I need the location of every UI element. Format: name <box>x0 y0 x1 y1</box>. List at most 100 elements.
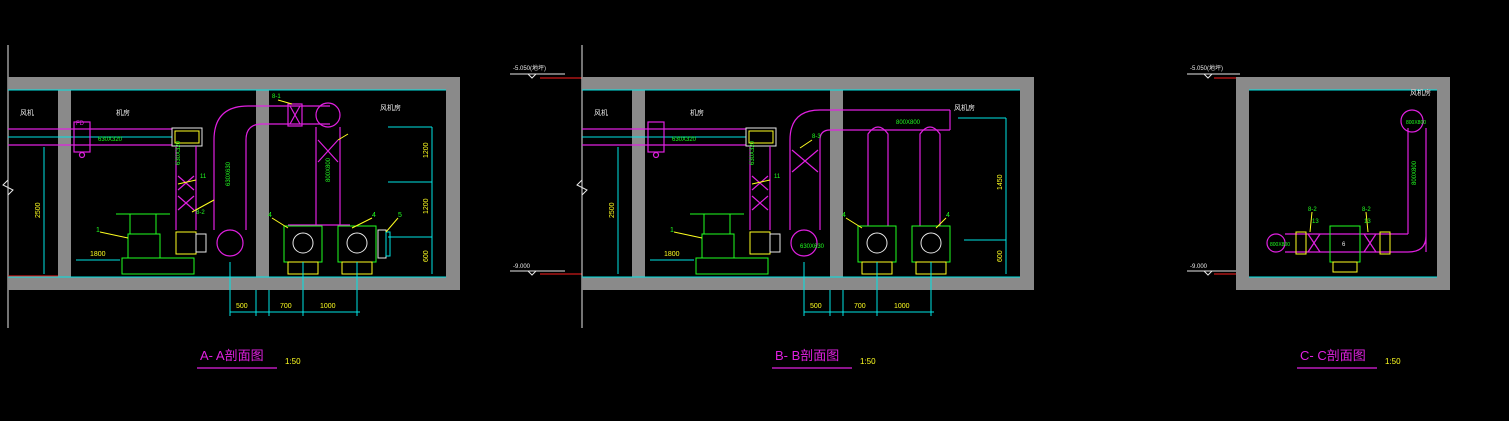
dim-text: 1800 <box>90 251 106 258</box>
dim-text: 1000 <box>320 303 336 310</box>
duct-riser <box>1407 128 1427 253</box>
fan-box <box>283 225 323 263</box>
dim-text: 700 <box>854 303 866 310</box>
flex-joint <box>749 231 771 255</box>
connector <box>769 233 781 253</box>
room-label: 风机房 <box>1410 88 1431 97</box>
elevation-label: -9.000 <box>1190 264 1208 270</box>
duct-elbow <box>789 109 950 230</box>
room-label: 风机房 <box>380 103 401 112</box>
elevation-marker <box>1203 73 1213 79</box>
fan-volute <box>216 229 244 257</box>
flex-joint <box>1379 231 1391 255</box>
section-c-c: -5.050(地坪) -9.000 风机房 800X800 800X800 80… <box>1187 64 1450 369</box>
duct-elbow <box>213 105 330 230</box>
damper-cross <box>177 195 195 211</box>
damper-cross <box>1363 233 1377 253</box>
duct-size-label: 630X320 <box>176 140 182 165</box>
elevation-label: -9.000 <box>513 264 531 270</box>
connector <box>195 233 207 253</box>
dim-text: 1800 <box>664 251 680 258</box>
section-scale: 1:50 <box>285 357 301 366</box>
fan-unit <box>690 213 781 275</box>
equipment-tag: 6 <box>1342 242 1346 248</box>
damper-cross <box>751 195 769 211</box>
leader <box>673 231 703 239</box>
dim-text: 1200 <box>423 198 430 214</box>
break-symbol <box>576 179 588 196</box>
wall <box>830 90 843 277</box>
room-label: 风机 <box>20 108 34 117</box>
fan-volute <box>790 229 818 257</box>
duct-size-label: 630X320 <box>750 140 756 165</box>
equipment-tag: 13 <box>1364 219 1371 225</box>
equipment-tag: 13 <box>1312 219 1319 225</box>
damper <box>287 103 303 127</box>
silencer <box>377 229 387 259</box>
equipment-tag: 8-3 <box>812 134 821 140</box>
equipment-tag: 8-1 <box>272 94 281 100</box>
equipment-tag: 8-2 <box>196 210 205 216</box>
duct-size-label: 800X800 <box>1270 242 1290 248</box>
top-slab <box>1236 77 1450 90</box>
section-title: B- B剖面图 <box>775 348 839 363</box>
dim-text: 500 <box>236 303 248 310</box>
bottom-slab <box>582 277 1034 290</box>
dim-text: 2500 <box>609 202 616 218</box>
duct-elbow <box>245 123 330 230</box>
wall <box>58 90 71 277</box>
fan-support <box>1332 261 1358 273</box>
valve-icon <box>78 151 86 159</box>
fan-impeller <box>866 232 888 254</box>
fan-impeller <box>292 232 314 254</box>
equipment-tag: 11 <box>774 174 781 180</box>
duct-end-round <box>1400 109 1424 133</box>
leader <box>935 217 947 229</box>
elevation-marker <box>1203 270 1213 276</box>
equipment-tag: 5 <box>398 212 402 219</box>
fan-box <box>911 225 951 263</box>
duct-size-label: 800X800 <box>896 120 921 126</box>
room-label: 机房 <box>116 108 130 117</box>
duct-riser <box>919 126 941 226</box>
leader <box>191 199 215 213</box>
leader <box>799 139 813 149</box>
wall <box>446 90 460 277</box>
damper-cross <box>317 139 339 163</box>
diffuser-box <box>171 127 203 147</box>
equipment-tag: 4 <box>842 212 846 219</box>
equipment-tag: 11 <box>200 174 207 180</box>
damper-cross <box>791 149 819 173</box>
dim-text: 1000 <box>894 303 910 310</box>
bottom-slab <box>1236 277 1450 290</box>
diffuser-inner <box>174 130 200 144</box>
duct-size-label: 800X800 <box>1406 120 1426 126</box>
section-title: C- C剖面图 <box>1300 348 1366 363</box>
duct-size-label: 630X630 <box>800 244 825 250</box>
leader <box>99 231 129 239</box>
elevation-marker <box>527 270 537 276</box>
room-label: 风机 <box>594 108 608 117</box>
leader <box>277 99 293 105</box>
diffuser-inner <box>748 130 774 144</box>
duct-size-label: 630X320 <box>98 137 123 143</box>
section-a-a: FD <box>2 45 460 369</box>
fan-base <box>695 257 769 275</box>
wall <box>1437 90 1450 277</box>
elevation-marker <box>527 73 537 79</box>
leader <box>845 217 863 229</box>
dim-text: 2500 <box>35 202 42 218</box>
section-title: A- A剖面图 <box>200 348 264 363</box>
fan-box <box>337 225 377 263</box>
fan-unit <box>116 213 207 275</box>
flex-joint <box>175 231 197 255</box>
duct-end-round <box>1266 233 1286 253</box>
flex-joint <box>1295 231 1307 255</box>
leader <box>337 133 349 141</box>
leader <box>385 217 399 233</box>
dim-text: 500 <box>810 303 822 310</box>
section-scale: 1:50 <box>1385 357 1401 366</box>
fan-impeller <box>920 232 942 254</box>
wall <box>256 90 269 277</box>
